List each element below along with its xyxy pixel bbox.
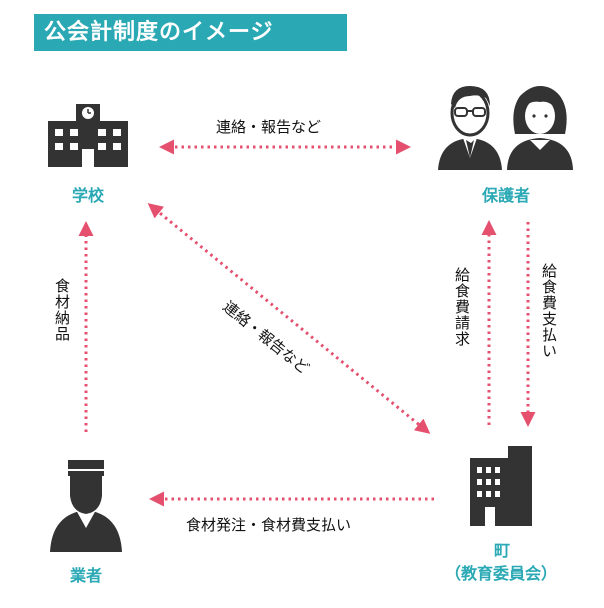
label-town-parents: 給食費請求 xyxy=(453,267,471,347)
page-title: 公会計制度のイメージ xyxy=(34,14,347,51)
arrow-school-town xyxy=(147,203,431,434)
mother-icon xyxy=(507,86,573,170)
label-parents-town: 給食費支払い xyxy=(540,263,558,359)
label-town-vendor: 食材発注・食材費支払い xyxy=(186,516,352,534)
label-school-parents: 連絡・報告など xyxy=(216,118,322,136)
father-icon xyxy=(438,86,502,170)
vendor-label: 業者 xyxy=(69,566,102,585)
town-sublabel: （教育委員会） xyxy=(444,564,557,583)
school-label: 学校 xyxy=(71,186,104,205)
label-vendor-school: 食材納品 xyxy=(53,278,71,342)
parents-label: 保護者 xyxy=(481,186,530,205)
town-label: 町 xyxy=(493,541,510,560)
